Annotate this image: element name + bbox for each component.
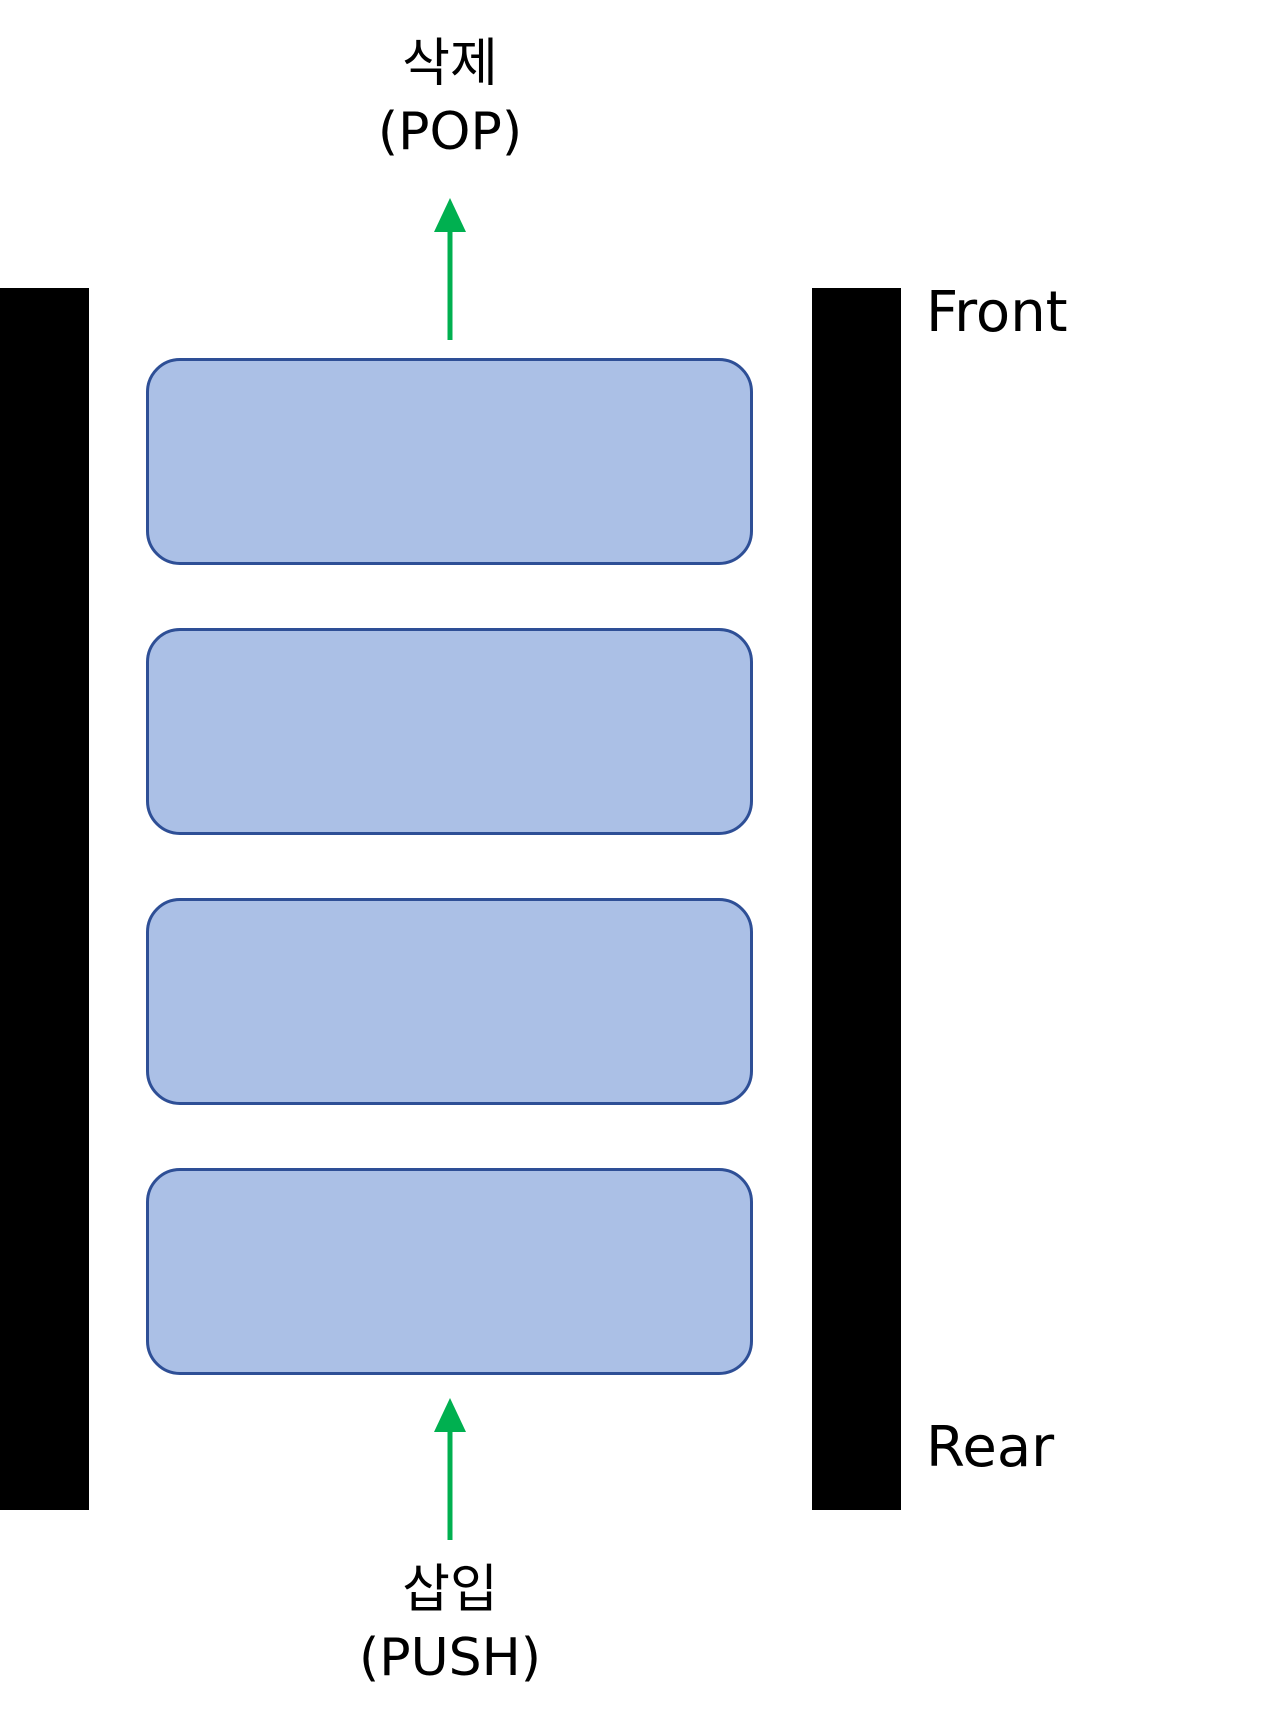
pop-arrow-icon <box>430 198 470 340</box>
front-label: Front <box>926 280 1068 345</box>
push-label-korean: 삽입 <box>402 1560 498 1620</box>
push-arrow-icon <box>430 1398 470 1540</box>
push-label: 삽입 (PUSH) <box>300 1556 600 1692</box>
left-wall <box>0 288 89 1510</box>
right-wall <box>812 288 901 1510</box>
pop-label: 삭제 (POP) <box>300 30 600 166</box>
queue-element <box>146 628 753 835</box>
rear-label: Rear <box>926 1415 1055 1480</box>
queue-element <box>146 898 753 1105</box>
queue-element <box>146 1168 753 1375</box>
push-label-english: (PUSH) <box>358 1628 542 1688</box>
queue-element <box>146 358 753 565</box>
pop-label-korean: 삭제 <box>402 34 498 94</box>
pop-label-english: (POP) <box>377 102 523 162</box>
